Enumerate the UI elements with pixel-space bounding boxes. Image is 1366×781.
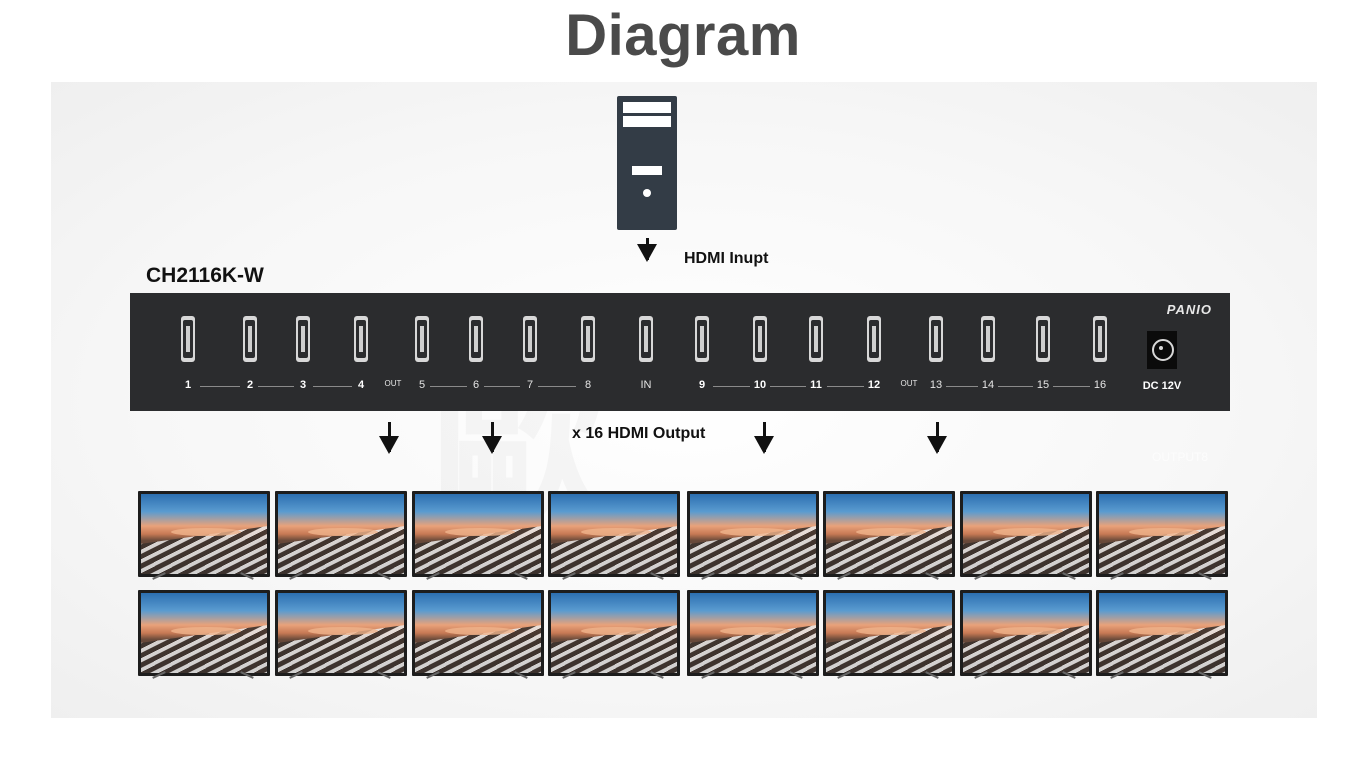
port-divider-line [484,386,520,387]
hdmi-input-label: HDMI Inupt [684,250,769,267]
port-number-label: 3 [299,379,307,391]
port-divider-line [946,386,978,387]
port-divider-line [827,386,864,387]
port-divider-line [770,386,806,387]
port-number-label: 7 [526,379,534,391]
out-group-label: OUT [900,379,918,388]
hdmi-output-port [752,315,768,363]
output-arrow-icon [379,422,399,454]
hdmi-input-port [638,315,654,363]
page-title: Diagram [565,3,801,68]
port-divider-line [1053,386,1090,387]
out-group-label: OUT [384,379,402,388]
output-arrow-icon [754,422,774,454]
tv-display [1096,491,1228,580]
hdmi-output-port [694,315,710,363]
port-divider-line [538,386,576,387]
device-model-label: CH2116K-W [146,264,264,287]
port-divider-line [258,386,294,387]
port-divider-line [430,386,467,387]
tv-display [275,590,407,679]
port-number-label: 16 [1093,379,1107,391]
hdmi-output-port [468,315,484,363]
hdmi-output-port [180,315,196,363]
port-number-label: 15 [1036,379,1050,391]
hdmi-output-port [295,315,311,363]
tv-display [960,590,1092,679]
hdmi-output-port [1092,315,1108,363]
tv-display [275,491,407,580]
hdmi-output-port [580,315,596,363]
port-number-label: 9 [698,379,706,391]
hdmi-output-port [928,315,944,363]
port-number-label: 10 [753,379,767,391]
port-number-label: 6 [472,379,480,391]
computer-tower-icon [617,96,677,230]
hdmi-output-label: x 16 HDMI Output [572,425,706,442]
port-divider-line [998,386,1033,387]
port-number-label: 13 [929,379,943,391]
hdmi-output-port [866,315,882,363]
port-number-label: 11 [810,379,822,391]
tv-display [1096,590,1228,679]
output-arrow-icon [927,422,947,454]
dc-power-jack [1147,331,1177,369]
hdmi-output-port [980,315,996,363]
tv-display [138,590,270,679]
tv-display [823,590,955,679]
hdmi-output-port [808,315,824,363]
dc-power-label: DC 12V [1142,380,1182,392]
tv-display [138,491,270,580]
tv-display [687,491,819,580]
port-number-label: 1 [184,379,192,391]
tv-display [548,491,680,580]
tv-display [412,491,544,580]
input-port-label: IN [640,379,652,391]
port-number-label: 4 [357,379,365,391]
hdmi-output-port [414,315,430,363]
tv-display [548,590,680,679]
port-divider-line [200,386,240,387]
port-number-label: 2 [246,379,254,391]
tv-display [960,491,1092,580]
port-divider-line [713,386,750,387]
hdmi-output-port [1035,315,1051,363]
brand-logo: PANIO [1166,302,1212,317]
port-number-label: 8 [584,379,592,391]
hdmi-output-port [522,315,538,363]
output-arrow-icon [482,422,502,454]
port-number-label: 5 [418,379,426,391]
ghost-output-label: OUTPUT8 [1152,450,1209,464]
input-arrow-icon [637,238,657,262]
hdmi-output-port [353,315,369,363]
tv-display [823,491,955,580]
port-divider-line [313,386,352,387]
port-number-label: 12 [867,379,881,391]
tv-display [687,590,819,679]
tv-display [412,590,544,679]
port-number-label: 14 [981,379,995,391]
hdmi-output-port [242,315,258,363]
